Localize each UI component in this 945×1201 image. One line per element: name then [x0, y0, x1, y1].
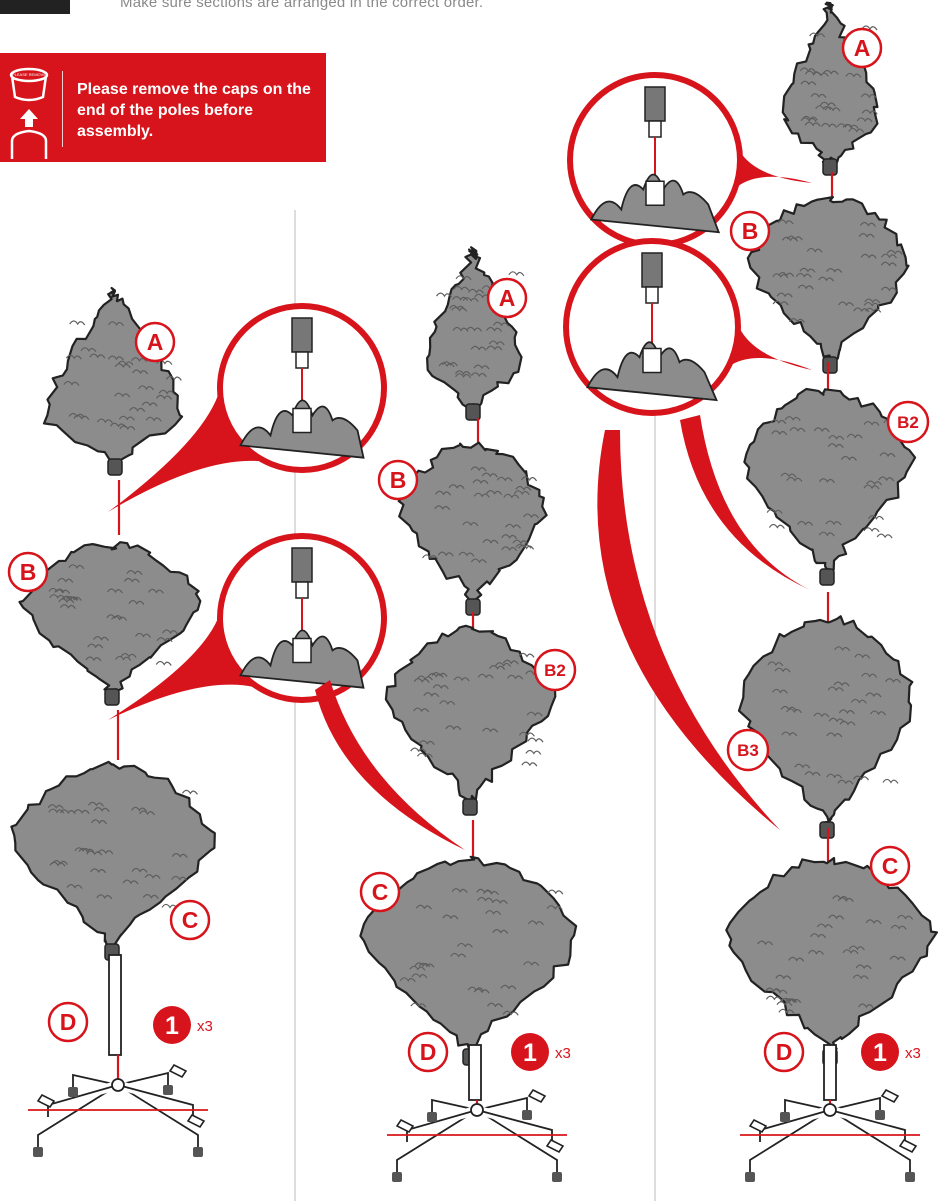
tier-a	[427, 247, 524, 420]
svg-text:B: B	[390, 467, 407, 493]
svg-text:1: 1	[873, 1039, 887, 1067]
section-label-d: D	[49, 1003, 87, 1041]
svg-text:B2: B2	[544, 661, 566, 680]
base-d	[740, 1090, 920, 1182]
svg-text:x3: x3	[905, 1045, 921, 1062]
tier-c	[726, 858, 937, 1065]
section-label-b2: B2	[535, 650, 575, 690]
section-label-b: B	[379, 461, 417, 499]
section-label-b2: B2	[888, 402, 928, 442]
svg-text:1: 1	[165, 1012, 179, 1040]
pole	[469, 1045, 481, 1100]
svg-text:A: A	[854, 35, 871, 61]
section-label-a: A	[843, 29, 881, 67]
svg-text:1: 1	[523, 1039, 537, 1067]
svg-text:D: D	[420, 1039, 437, 1065]
svg-text:x3: x3	[197, 1018, 213, 1035]
tier-b3	[739, 616, 912, 838]
section-label-c: C	[361, 873, 399, 911]
section-label-a: A	[488, 279, 526, 317]
svg-text:D: D	[60, 1009, 77, 1035]
section-label-b3: B3	[728, 730, 768, 770]
svg-text:A: A	[147, 329, 164, 355]
legs-quantity-callout: 1 x3	[511, 1033, 571, 1071]
svg-text:C: C	[182, 907, 199, 933]
tier-a	[44, 288, 182, 475]
svg-text:B: B	[742, 218, 759, 244]
tier-b	[748, 197, 909, 373]
section-label-a: A	[136, 323, 174, 361]
svg-text:C: C	[882, 853, 899, 879]
svg-text:B3: B3	[737, 741, 759, 760]
tier-b	[399, 443, 547, 616]
section-label-b: B	[731, 212, 769, 250]
base-d	[387, 1090, 567, 1182]
legs-quantity-callout: 1 x3	[861, 1033, 921, 1071]
svg-text:x3: x3	[555, 1045, 571, 1062]
section-label-d: D	[765, 1033, 803, 1071]
svg-text:A: A	[499, 285, 516, 311]
section-label-c: C	[871, 847, 909, 885]
section-label-d: D	[409, 1033, 447, 1071]
section-label-c: C	[171, 901, 209, 939]
svg-text:C: C	[372, 879, 389, 905]
zoom-detail-3	[570, 75, 812, 245]
svg-text:D: D	[776, 1039, 793, 1065]
pole	[824, 1045, 836, 1100]
tier-b2	[386, 626, 555, 815]
pole	[109, 955, 121, 1055]
section-label-b: B	[9, 553, 47, 591]
svg-text:B2: B2	[897, 413, 919, 432]
legs-quantity-callout: 1 x3	[153, 1006, 213, 1044]
base-d	[28, 1065, 208, 1157]
svg-text:B: B	[20, 559, 37, 585]
